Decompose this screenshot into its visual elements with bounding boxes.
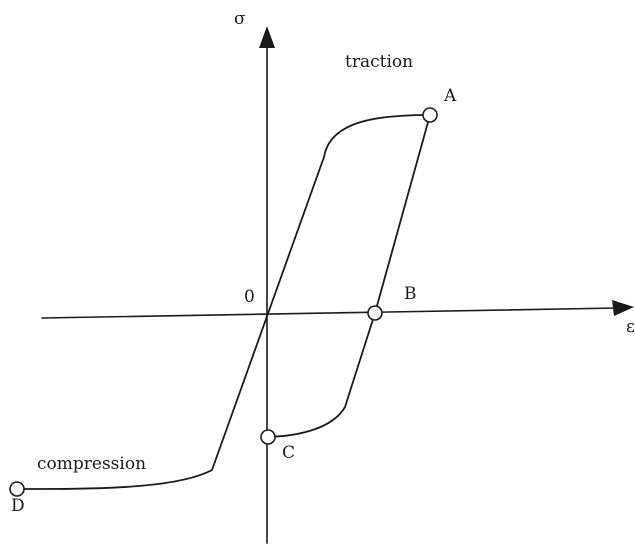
point-b-marker xyxy=(367,305,383,321)
stress-axis-arrowhead xyxy=(259,26,275,48)
point-c-marker xyxy=(260,429,276,445)
stress-axis-label: σ xyxy=(234,9,246,29)
point-c-label: C xyxy=(282,443,295,463)
strain-axis-label: ε xyxy=(626,317,635,337)
point-a-marker xyxy=(422,107,438,123)
origin-label: 0 xyxy=(244,287,255,307)
unloading-curve-a-to-c xyxy=(267,114,431,438)
loading-curve-d-to-a xyxy=(16,114,431,490)
point-d-label: D xyxy=(11,496,25,516)
point-a-label: A xyxy=(443,86,457,106)
strain-axis xyxy=(41,307,619,319)
strain-axis-arrowhead xyxy=(612,300,634,316)
point-d-marker xyxy=(9,481,25,497)
compression-label: compression xyxy=(37,454,146,474)
point-b-label: B xyxy=(404,284,417,304)
traction-label: traction xyxy=(345,52,413,72)
